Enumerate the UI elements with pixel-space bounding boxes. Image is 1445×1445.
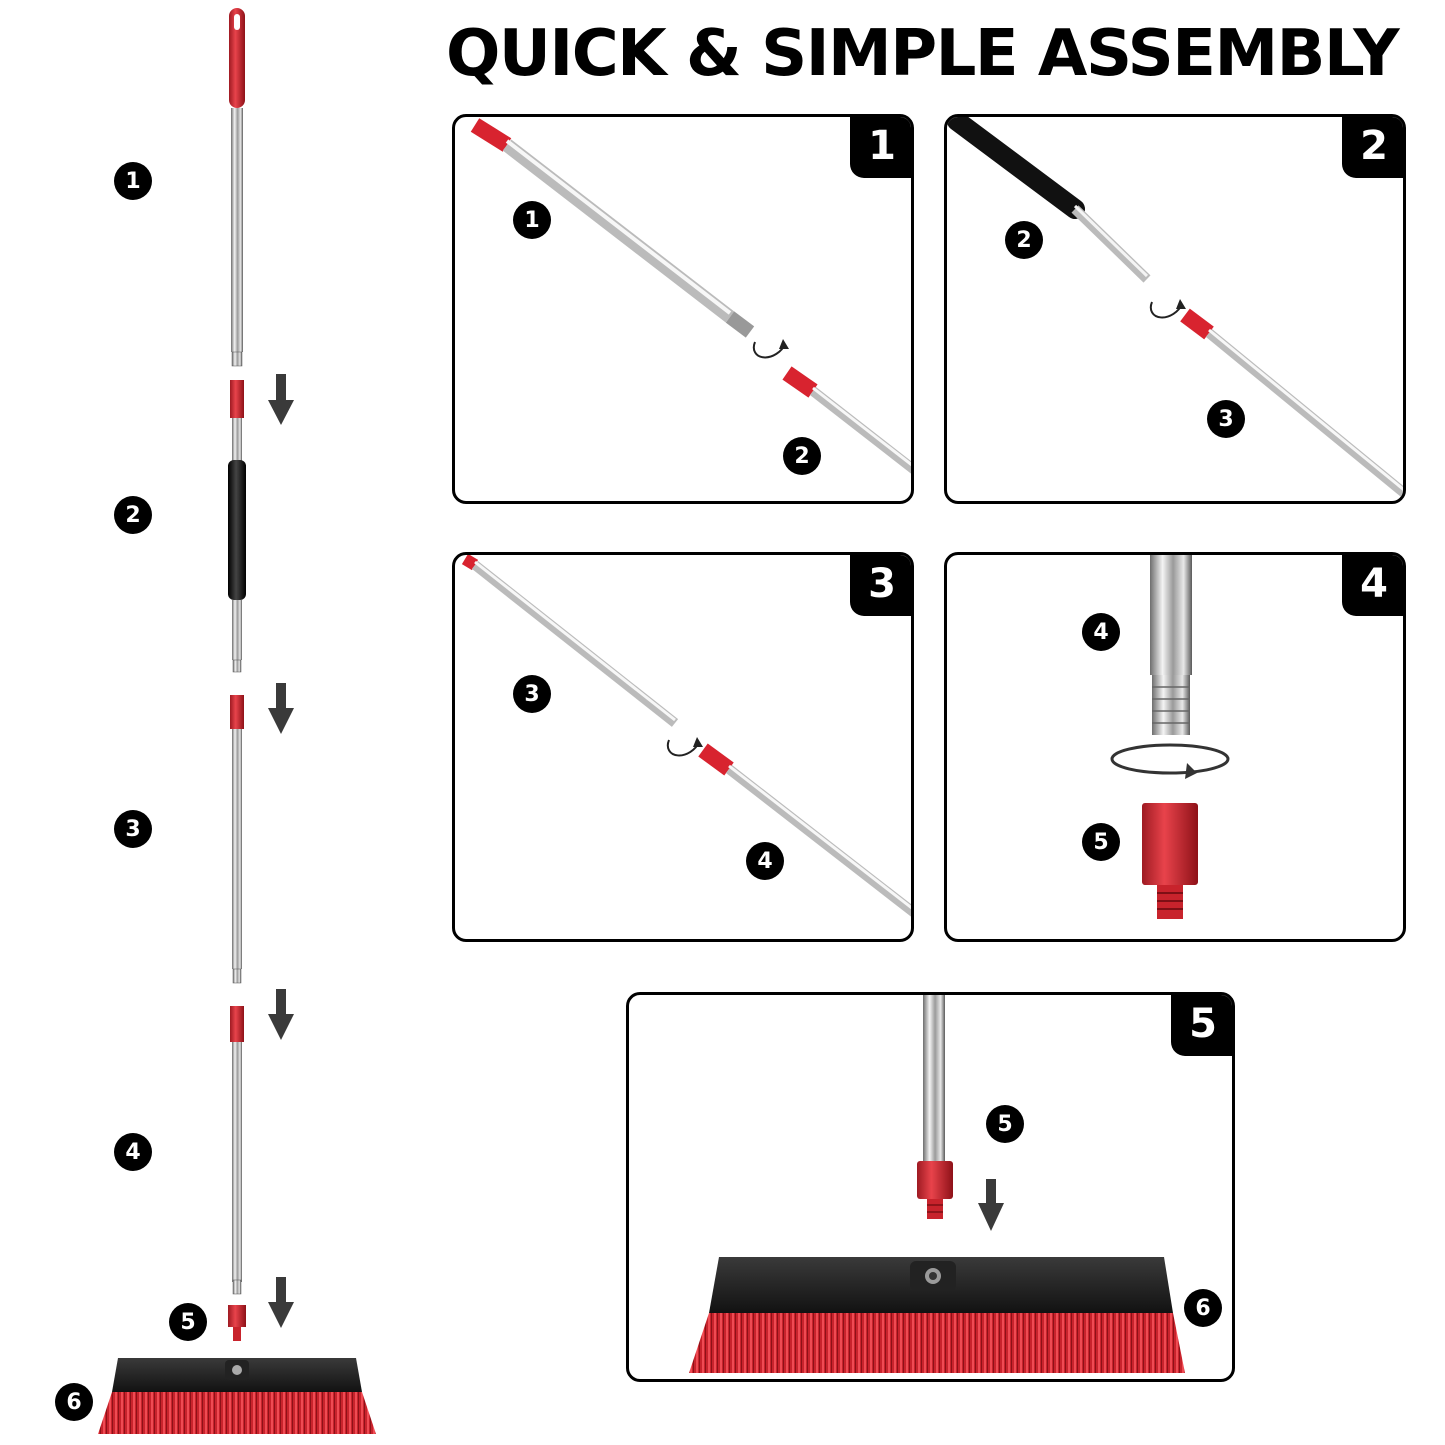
step-badge-4: 4 [1342, 555, 1403, 616]
down-arrow-icon [978, 1179, 1004, 1231]
part-label-5: 5 [169, 1303, 207, 1341]
assembly-step-2-panel: 2 2 3 [944, 114, 1406, 504]
panel-2-label-b: 3 [1207, 400, 1245, 438]
panel-1-label-a: 1 [513, 201, 551, 239]
panel-1-label-b: 2 [783, 437, 821, 475]
step-3-illustration [461, 555, 911, 917]
part-label-6: 6 [55, 1383, 93, 1421]
step-4-illustration [1110, 555, 1230, 919]
exploded-broom-diagram: 1 2 3 4 5 6 [0, 0, 420, 1445]
step-badge-3: 3 [850, 555, 911, 616]
handle-section-1 [229, 8, 245, 367]
panel-3-label-a: 3 [513, 675, 551, 713]
panel-2-label-a: 2 [1005, 221, 1043, 259]
down-arrow-icon [268, 374, 294, 425]
part-label-2: 2 [114, 496, 152, 534]
step-2-illustration [947, 117, 1403, 499]
threaded-adapter [228, 1305, 246, 1341]
exploded-broom-svg [98, 8, 376, 1434]
step-badge-5: 5 [1171, 995, 1232, 1056]
part-label-4: 4 [114, 1133, 152, 1171]
step-5-illustration [689, 995, 1185, 1373]
step-1-illustration [470, 118, 911, 474]
handle-section-2 [228, 380, 246, 673]
down-arrow-icon [268, 683, 294, 734]
panel-4-label-b: 5 [1082, 823, 1120, 861]
part-label-1: 1 [114, 162, 152, 200]
step-badge-1: 1 [850, 117, 911, 178]
assembly-step-5-panel: 5 5 6 [626, 992, 1235, 1382]
handle-section-3 [230, 695, 244, 984]
panel-3-label-b: 4 [746, 842, 784, 880]
assembly-step-4-panel: 4 4 5 [944, 552, 1406, 942]
panel-5-label-b: 6 [1184, 1289, 1222, 1327]
part-label-3: 3 [114, 810, 152, 848]
step-badge-2: 2 [1342, 117, 1403, 178]
assembly-step-3-panel: 3 3 4 [452, 552, 914, 942]
panel-5-label-a: 5 [986, 1105, 1024, 1143]
page-title: QUICK & SIMPLE ASSEMBLY [446, 17, 1400, 91]
assembly-step-1-panel: 1 1 2 [452, 114, 914, 504]
handle-section-4 [230, 1006, 244, 1295]
broom-head [98, 1358, 376, 1434]
panel-4-label-a: 4 [1082, 613, 1120, 651]
down-arrows [268, 374, 294, 1328]
down-arrow-icon [268, 989, 294, 1040]
down-arrow-icon [268, 1277, 294, 1328]
